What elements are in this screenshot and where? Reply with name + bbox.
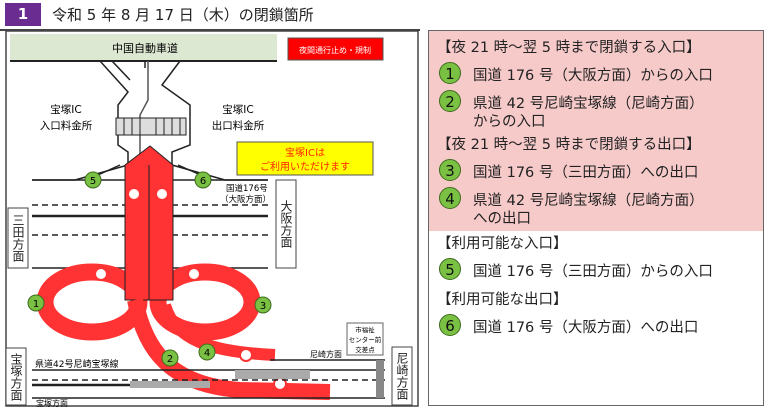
- ramp-markers: 1 2 3 4 5 6: [27, 171, 272, 367]
- marker-6: 6: [200, 176, 206, 187]
- dir-takarazuka-box: [5, 347, 27, 406]
- toll-booths: [115, 117, 187, 136]
- intersection-label-3: 交差点: [355, 345, 375, 354]
- marker-1: 1: [439, 62, 461, 84]
- dir-amagasaki-label: 尼崎方面: [395, 352, 409, 400]
- route176-label-2: （大阪方面）: [220, 194, 271, 205]
- toll-out-label-2: 出口料金所: [212, 119, 265, 132]
- dir-osaka-box: [275, 179, 297, 269]
- closed-section: [429, 31, 763, 231]
- marker-1: 1: [33, 299, 39, 310]
- item-2-line-1: 県道 42 号尼崎宝塚線（尼崎方面）: [473, 96, 704, 112]
- item-1: 国道 176 号（大阪方面）からの入口: [473, 68, 713, 84]
- heading-closed-entrances: 【夜 21 時～翌 5 時まで閉鎖する入口】: [437, 40, 701, 56]
- prefectural-road-lines: [32, 359, 385, 399]
- legend-closed-label: 夜間通行止め・規制: [299, 45, 371, 55]
- no-entry-icon: [155, 187, 169, 201]
- item-6: 国道 176 号（大阪方面）への出口: [473, 320, 699, 336]
- expressway-label: 中国自動車道: [112, 41, 178, 55]
- toll-in-label-2: 入口料金所: [40, 119, 93, 132]
- intersection-label-2: センター前: [349, 335, 382, 344]
- item-4-line-2: への出口: [473, 211, 531, 227]
- expressway-band: [10, 34, 277, 60]
- toll-booth-stripes: [123, 118, 181, 135]
- item-5: 国道 176 号（三田方面）からの入口: [473, 264, 713, 280]
- amagasaki-small-label: 尼崎方面: [310, 349, 342, 359]
- heading-closed-exits: 【夜 21 時～翌 5 時まで閉鎖する出口】: [437, 137, 701, 153]
- dir-osaka-label: 大阪方面: [279, 200, 293, 248]
- section-number-badge: 1: [5, 3, 41, 26]
- dir-takarazuka-label: 宝塚方面: [9, 352, 23, 401]
- closed-ramps: [36, 145, 331, 400]
- no-entry-icon: [239, 348, 253, 362]
- no-entry-icon: [127, 187, 141, 201]
- intersection-box: [346, 322, 384, 356]
- item-2-line-2: からの入口: [473, 114, 546, 130]
- closure-diagram: 中国自動車道 夜間通行止め・規制 宝塚IC 入口料金所 宝塚IC 出口料金所 宝…: [5, 30, 419, 408]
- page-title: 令和 5 年 8 月 17 日（木）の閉鎖箇所: [52, 6, 314, 24]
- route176-label-1: 国道176号: [226, 183, 268, 194]
- no-entry-icon: [187, 267, 201, 281]
- item-3: 国道 176 号（三田方面）への出口: [473, 165, 699, 181]
- median-hatch: [130, 381, 210, 388]
- notice-box: [236, 141, 374, 176]
- marker-4: 4: [204, 348, 210, 359]
- median-hatch: [235, 370, 310, 379]
- marker-3: 3: [260, 301, 266, 312]
- marker-2: 2: [167, 354, 173, 365]
- marker-5: 5: [90, 176, 96, 187]
- heading-available-entrances: 【利用可能な入口】: [437, 236, 568, 252]
- closure-marks: [94, 187, 287, 391]
- closure-list-panel: 【夜 21 時～翌 5 時まで閉鎖する入口】 1 国道 176 号（大阪方面）か…: [428, 30, 764, 406]
- heading-available-exits: 【利用可能な出口】: [437, 292, 568, 308]
- dir-sanda-label: 三田方面: [11, 214, 25, 262]
- item-4-line-1: 県道 42 号尼崎宝塚線（尼崎方面）: [473, 193, 704, 209]
- dir-amagasaki-box: [391, 346, 413, 406]
- marker-3: 3: [439, 159, 461, 181]
- notice-line-1: 宝塚ICは: [285, 146, 325, 159]
- toll-out-label-1: 宝塚IC: [222, 103, 253, 116]
- marker-2: 2: [439, 90, 461, 112]
- legend-closed: [287, 37, 384, 61]
- intersection-label-1: 市福祉: [355, 325, 375, 334]
- header-divider: [0, 29, 420, 31]
- marker-4: 4: [439, 187, 461, 209]
- route42-label: 県道42号尼崎宝塚線: [35, 358, 118, 370]
- crosswalk: [376, 360, 384, 398]
- marker-5: 5: [439, 258, 461, 280]
- takarazuka-small-label: 宝塚方面: [36, 398, 68, 408]
- dir-sanda-box: [7, 207, 29, 269]
- no-entry-icon: [94, 267, 108, 281]
- notice-line-2: ご利用いただけます: [260, 160, 350, 173]
- marker-6: 6: [439, 314, 461, 336]
- toll-in-label-1: 宝塚IC: [50, 103, 81, 116]
